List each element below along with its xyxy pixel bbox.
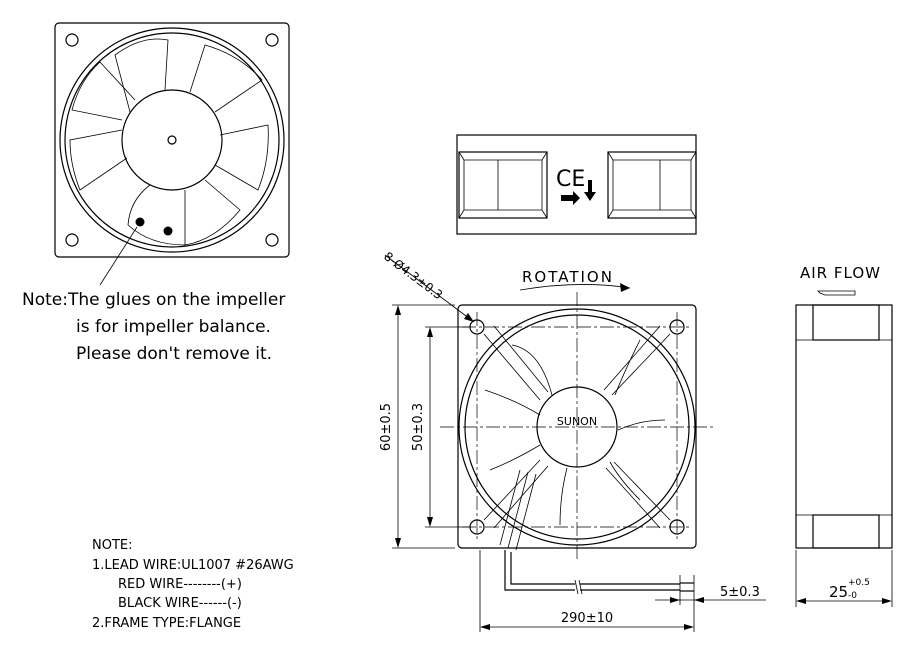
side-view bbox=[795, 304, 893, 549]
notes-title: NOTE: bbox=[92, 538, 133, 553]
side-flange-top bbox=[812, 304, 880, 341]
wire-break bbox=[578, 579, 583, 595]
rotation-label: ROTATION bbox=[522, 268, 614, 286]
glue-dot bbox=[135, 217, 145, 227]
impeller-frame bbox=[54, 22, 290, 258]
wire-channel bbox=[499, 469, 537, 551]
blade bbox=[127, 184, 186, 246]
airflow-label: AIR FLOW bbox=[800, 264, 881, 282]
depth-dimension: 25 bbox=[829, 583, 848, 601]
depth-tol-minus: -0 bbox=[848, 591, 857, 601]
blade bbox=[214, 124, 269, 191]
blade bbox=[71, 61, 136, 121]
airflow-arrow-icon bbox=[817, 290, 856, 296]
wire-break bbox=[574, 579, 579, 595]
impeller-ring-inner bbox=[64, 32, 280, 248]
top-window-left bbox=[458, 151, 548, 219]
lead-wires bbox=[504, 550, 680, 591]
blade bbox=[184, 179, 241, 246]
note-item1-red: RED WIRE--------(+) bbox=[118, 577, 242, 592]
wire-length-dimension: 290±10 bbox=[561, 611, 613, 626]
mount-hole bbox=[65, 33, 79, 47]
front-blades bbox=[484, 339, 666, 526]
dim-arrows bbox=[670, 597, 704, 603]
glue-dot bbox=[163, 226, 173, 236]
glue-note-line3: Please don't remove it. bbox=[76, 344, 272, 364]
ce-mark: CE bbox=[556, 167, 585, 192]
hole-dimension: 8-Ø4.3±0.3 bbox=[381, 249, 445, 302]
mount-hole bbox=[265, 233, 279, 247]
glue-leader bbox=[99, 226, 138, 286]
blade bbox=[69, 129, 128, 191]
depth-tol-plus: +0.5 bbox=[848, 578, 870, 588]
notes-block: NOTE: 1.LEAD WIRE:UL1007 #26AWG RED WIRE… bbox=[92, 538, 294, 631]
impeller-ring bbox=[59, 27, 285, 253]
rotation-arrow-icon bbox=[620, 283, 630, 292]
glue-note-line1: Note:The glues on the impeller bbox=[22, 290, 285, 310]
wire-strip-dimension: 5±0.3 bbox=[720, 585, 760, 600]
front-view: SUNON bbox=[440, 292, 715, 560]
top-window-left-detail bbox=[458, 151, 548, 219]
note-item1-black: BLACK WIRE------(-) bbox=[118, 596, 242, 611]
mount-hole bbox=[65, 233, 79, 247]
top-window-right bbox=[607, 151, 697, 219]
height-outer-dimension: 60±0.5 bbox=[379, 403, 394, 451]
hole-leader bbox=[384, 254, 475, 323]
top-window-right-detail bbox=[607, 151, 697, 219]
blade bbox=[114, 38, 169, 113]
rotation-arc bbox=[519, 284, 631, 291]
note-item2: 2.FRAME TYPE:FLANGE bbox=[92, 616, 241, 631]
glue-note-line2: is for impeller balance. bbox=[76, 317, 271, 337]
airflow-arrow-icon bbox=[561, 191, 580, 205]
hub-brand: SUNON bbox=[557, 415, 597, 428]
impeller-hub bbox=[121, 89, 223, 191]
side-flange-bottom bbox=[812, 514, 880, 549]
hub-center bbox=[167, 135, 177, 145]
side-frame bbox=[795, 304, 893, 549]
blade bbox=[189, 44, 263, 113]
rotation-arrow-icon bbox=[584, 180, 596, 201]
note-item1: 1.LEAD WIRE:UL1007 #26AWG bbox=[92, 558, 294, 573]
mount-hole bbox=[265, 33, 279, 47]
top-view: CE bbox=[456, 134, 697, 235]
height-inner-dimension: 50±0.3 bbox=[411, 403, 426, 451]
dim-arrows bbox=[796, 598, 892, 604]
impeller-view bbox=[54, 22, 290, 286]
leader-arrow bbox=[464, 313, 474, 322]
frame-struts bbox=[483, 325, 671, 529]
